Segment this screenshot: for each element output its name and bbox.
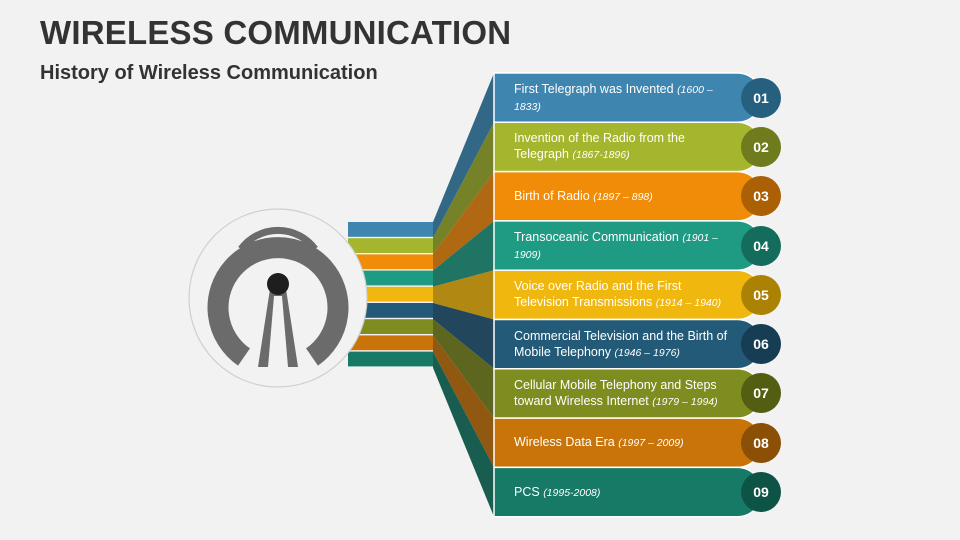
- timeline-number-badge: 03: [741, 176, 781, 217]
- funnel-connector: [433, 351, 494, 517]
- timeline-item-text: Invention of the Radio from the Telegrap…: [514, 124, 734, 170]
- timeline-item-years: (1997 – 2009): [618, 437, 684, 450]
- timeline-number-badge: 08: [741, 422, 781, 463]
- timeline-number-badge: 04: [741, 225, 781, 266]
- stripe-bar: [348, 238, 433, 253]
- funnel-connector: [433, 303, 494, 369]
- connector-funnels: [433, 73, 494, 517]
- tower-mast-gap: [268, 296, 288, 367]
- page-title: WIRELESS COMMUNICATION: [40, 14, 512, 51]
- stripe-bar: [348, 319, 433, 334]
- funnel-connector: [433, 270, 494, 320]
- stripe-bar: [348, 270, 433, 286]
- timeline-item-label: PCS: [514, 484, 544, 499]
- funnel-connector: [433, 73, 494, 239]
- timeline-item-text: Wireless Data Era (1997 – 2009): [514, 420, 734, 466]
- timeline-item-label: Invention of the Radio from the Telegrap…: [514, 131, 685, 162]
- timeline-item-text: Birth of Radio (1897 – 898): [514, 173, 734, 219]
- funnel-connector: [433, 171, 494, 271]
- stripe-bar: [348, 303, 433, 318]
- timeline-rows: [493, 72, 763, 518]
- timeline-item-text: Voice over Radio and the First Televisio…: [514, 272, 734, 318]
- timeline-number-badge: 05: [741, 274, 781, 315]
- timeline-item-years: (1897 – 898): [593, 190, 653, 203]
- stripe-bar: [348, 254, 433, 270]
- stripe-bar: [348, 335, 433, 351]
- timeline-number-badge: 06: [741, 324, 781, 365]
- timeline-item-years: (1901 –1909): [514, 231, 718, 261]
- tower-antenna-head: [267, 273, 289, 295]
- timeline-item-label: Voice over Radio and the First Televisio…: [514, 279, 682, 310]
- stripe-bar: [348, 222, 433, 237]
- timeline-item-label: Cellular Mobile Telephony and Steps towa…: [514, 377, 717, 408]
- timeline-item-years: (1995-2008): [543, 486, 601, 499]
- timeline-number-badge: 02: [741, 126, 781, 167]
- funnel-connector: [433, 335, 494, 468]
- funnel-connector: [433, 122, 494, 255]
- timeline-item-years: (1600 – 1833): [514, 83, 713, 113]
- timeline-item-years: (1979 – 1994): [652, 395, 718, 408]
- timeline-number-badge: 07: [741, 373, 781, 414]
- timeline-item-years: (1946 – 1976): [614, 346, 680, 359]
- timeline-item-label: First Telegraph was Invented: [514, 81, 678, 96]
- timeline-item-text: First Telegraph was Invented (1600 – 183…: [514, 75, 734, 121]
- timeline-item-text: PCS (1995-2008): [514, 469, 734, 515]
- stripe-bar: [348, 351, 433, 367]
- timeline-item-label: Commercial Television and the Birth of M…: [514, 328, 728, 359]
- wireless-tower-icon: [188, 208, 368, 388]
- funnel-connector: [433, 319, 494, 419]
- timeline-item-label: Birth of Radio: [514, 188, 594, 203]
- timeline-number-badge: 09: [741, 472, 781, 513]
- funnel-connector: [433, 220, 494, 287]
- signal-wave-inner: [252, 245, 304, 263]
- connector-stripes: [348, 222, 433, 367]
- timeline-item-text: Transoceanic Communication (1901 –1909): [514, 223, 734, 269]
- timeline-item-text: Commercial Television and the Birth of M…: [514, 321, 734, 367]
- timeline-number-badge: 01: [741, 77, 781, 118]
- timeline-item-label: Wireless Data Era: [514, 435, 619, 450]
- stripe-bar: [348, 286, 433, 302]
- timeline-item-text: Cellular Mobile Telephony and Steps towa…: [514, 370, 734, 416]
- timeline-item-label: Transoceanic Communication: [514, 229, 683, 244]
- timeline-item-years: (1914 – 1940): [655, 297, 722, 310]
- timeline-item-years: (1867-1896): [572, 149, 630, 162]
- signal-wave-outer: [238, 226, 318, 252]
- page-subtitle: History of Wireless Communication: [40, 62, 378, 84]
